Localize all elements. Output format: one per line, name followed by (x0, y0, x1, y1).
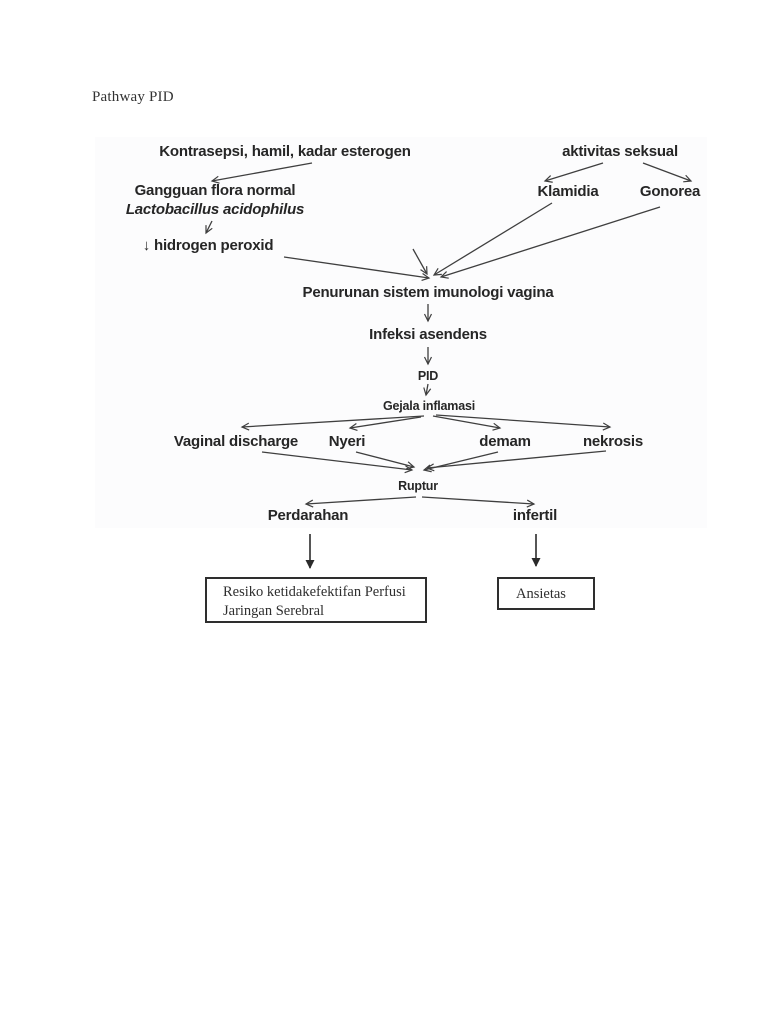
node-nekrosis: nekrosis (582, 433, 644, 450)
node-lactobacillus: Lactobacillus acidophilus (125, 201, 305, 218)
node-hidrogen-peroxid: ↓ hidrogen peroxid (142, 237, 274, 254)
node-gonorea: Gonorea (639, 183, 701, 200)
diagnosis-ansietas-label: Ansietas (516, 586, 566, 602)
node-infeksi-asendens: Infeksi asendens (369, 326, 487, 343)
node-infertil: infertil (512, 507, 558, 524)
diagnosis-box-ansietas: Ansietas (497, 577, 595, 610)
diagnosis-box-resiko: Resiko ketidakefektifan Perfusi Jaringan… (205, 577, 427, 623)
diagram-background (95, 137, 707, 528)
node-nyeri: Nyeri (328, 433, 366, 450)
node-demam: demam (479, 433, 531, 450)
diagnosis-resiko-line2: Jaringan Serebral (223, 603, 325, 619)
node-gangguan-flora: Gangguan flora normal (134, 182, 296, 199)
node-ruptur: Ruptur (398, 479, 438, 493)
diagnosis-resiko-line1: Resiko ketidakefektifan Perfusi (223, 584, 406, 600)
node-gejala-inflamasi: Gejala inflamasi (383, 399, 475, 413)
node-pid: PID (417, 369, 439, 383)
node-vaginal-discharge: Vaginal discharge (173, 433, 299, 450)
node-kontrasepsi: Kontrasepsi, hamil, kadar esterogen (159, 143, 411, 160)
node-klamidia: Klamidia (537, 183, 599, 200)
page-title: Pathway PID (92, 89, 174, 105)
node-penurunan-imunologi: Penurunan sistem imunologi vagina (302, 284, 554, 301)
node-aktivitas-seksual: aktivitas seksual (562, 143, 678, 160)
node-perdarahan: Perdarahan (267, 507, 349, 524)
